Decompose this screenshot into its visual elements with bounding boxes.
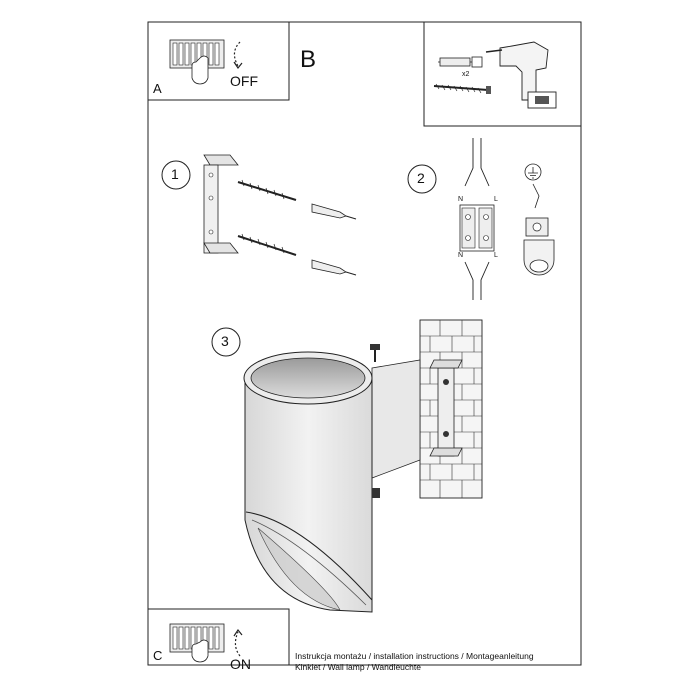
wall-lamp-body <box>243 351 373 613</box>
terminal-n-bottom: N <box>458 252 464 259</box>
screw-icon <box>433 83 491 94</box>
step-3-badge <box>211 327 241 357</box>
switchboard-icon <box>169 39 225 85</box>
arrow-down-icon <box>233 41 241 67</box>
top-screw-icon <box>370 344 380 362</box>
step-2-badge <box>407 164 437 194</box>
panel-b-tools <box>423 22 581 127</box>
step-1-number: 1 <box>171 166 179 182</box>
page-frame <box>147 21 582 666</box>
on-label: ON <box>230 656 251 672</box>
step-2-number: 2 <box>417 170 425 186</box>
step-3-diagram <box>211 319 483 613</box>
brick-wall-icon <box>419 319 483 499</box>
step-2-diagram <box>407 138 555 300</box>
screw-and-plug-upper <box>237 179 357 220</box>
ground-terminal-icon <box>523 163 555 276</box>
terminal-l-top: L <box>494 196 498 203</box>
bottom-screw-icon <box>372 488 380 498</box>
arrow-up-icon <box>234 631 241 657</box>
terminal-l-bottom: L <box>494 252 498 259</box>
quantity-label: x2 <box>462 71 470 78</box>
wall-plug-icon <box>438 56 483 68</box>
terminal-n-top: N <box>458 196 464 203</box>
off-label: OFF <box>230 73 258 89</box>
drill-icon <box>485 41 557 109</box>
screw-and-plug-lower <box>237 233 357 276</box>
step-1-diagram <box>161 154 357 276</box>
step-1-badge <box>161 160 191 190</box>
mounting-bracket-icon <box>203 154 239 254</box>
panel-c <box>148 608 290 665</box>
switchboard-icon <box>169 623 225 663</box>
wiring-icon <box>459 138 495 300</box>
panel-c-letter: C <box>153 648 163 663</box>
panel-b-letter: B <box>300 46 317 73</box>
step-3-number: 3 <box>221 333 229 349</box>
lamp-mount-plate <box>371 359 421 479</box>
panel-a <box>148 21 290 101</box>
footer-product: Kinkiet / Wall lamp / Wandleuchte <box>295 662 421 672</box>
footer-instructions: Instrukcja montażu / installation instru… <box>295 651 534 661</box>
panel-a-letter: A <box>153 81 162 96</box>
